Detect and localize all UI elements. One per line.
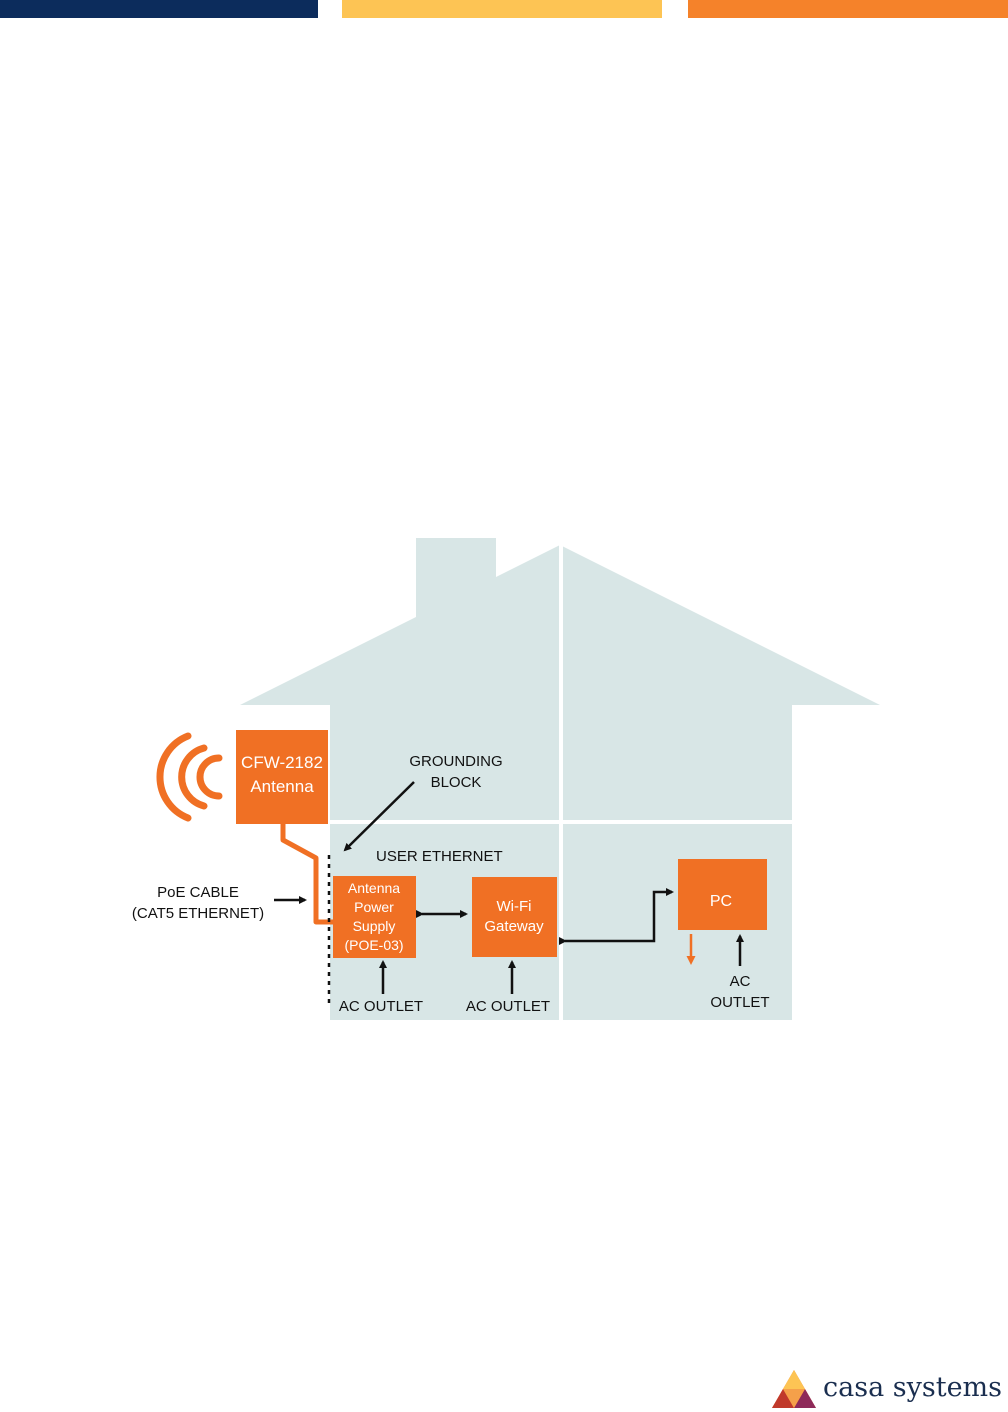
casa-triangle-logo-icon xyxy=(772,1370,816,1408)
header-bar-yellow xyxy=(342,0,662,18)
poe-cable-label-line1: PoE CABLE xyxy=(157,884,239,901)
antenna-box-label-line2: Antenna xyxy=(250,777,314,796)
ac-outlet-pc-label-line2: OUTLET xyxy=(710,994,769,1011)
antenna-box-label-line1: CFW-2182 xyxy=(241,753,323,772)
power-supply-label-line3: Supply xyxy=(353,918,396,934)
antenna-box xyxy=(236,730,328,824)
wireless-signal-icon xyxy=(156,732,223,822)
gateway-label-line2: Gateway xyxy=(484,918,544,935)
power-supply-label-line4: (POE-03) xyxy=(344,937,403,953)
poe-cable-line xyxy=(280,824,333,925)
pc-box xyxy=(678,859,767,930)
grounding-block-label-line2: BLOCK xyxy=(431,774,482,791)
ac-outlet-pc-label-line1: AC xyxy=(730,973,751,990)
header-bar-navy xyxy=(0,0,318,18)
gateway-box xyxy=(472,877,557,957)
power-supply-label-line2: Power xyxy=(354,899,394,915)
user-ethernet-label: USER ETHERNET xyxy=(376,848,503,865)
brand-logo-text: casa systems xyxy=(823,1372,1003,1403)
power-supply-box xyxy=(333,876,416,958)
pc-label: PC xyxy=(710,893,732,910)
gateway-label-line1: Wi-Fi xyxy=(497,898,532,915)
gateway-pc-link xyxy=(559,888,674,945)
poe-cable-label-line2: (CAT5 ETHERNET) xyxy=(132,905,264,922)
house-outline xyxy=(240,538,880,1020)
ac-outlet-label-1: AC OUTLET xyxy=(339,998,423,1015)
ac-outlet-label-2: AC OUTLET xyxy=(466,998,550,1015)
power-supply-label-line1: Antenna xyxy=(348,880,400,896)
grounding-block-label-line1: GROUNDING xyxy=(409,753,502,770)
header-bar-orange xyxy=(688,0,1008,18)
grounding-block-arrow xyxy=(343,781,415,852)
